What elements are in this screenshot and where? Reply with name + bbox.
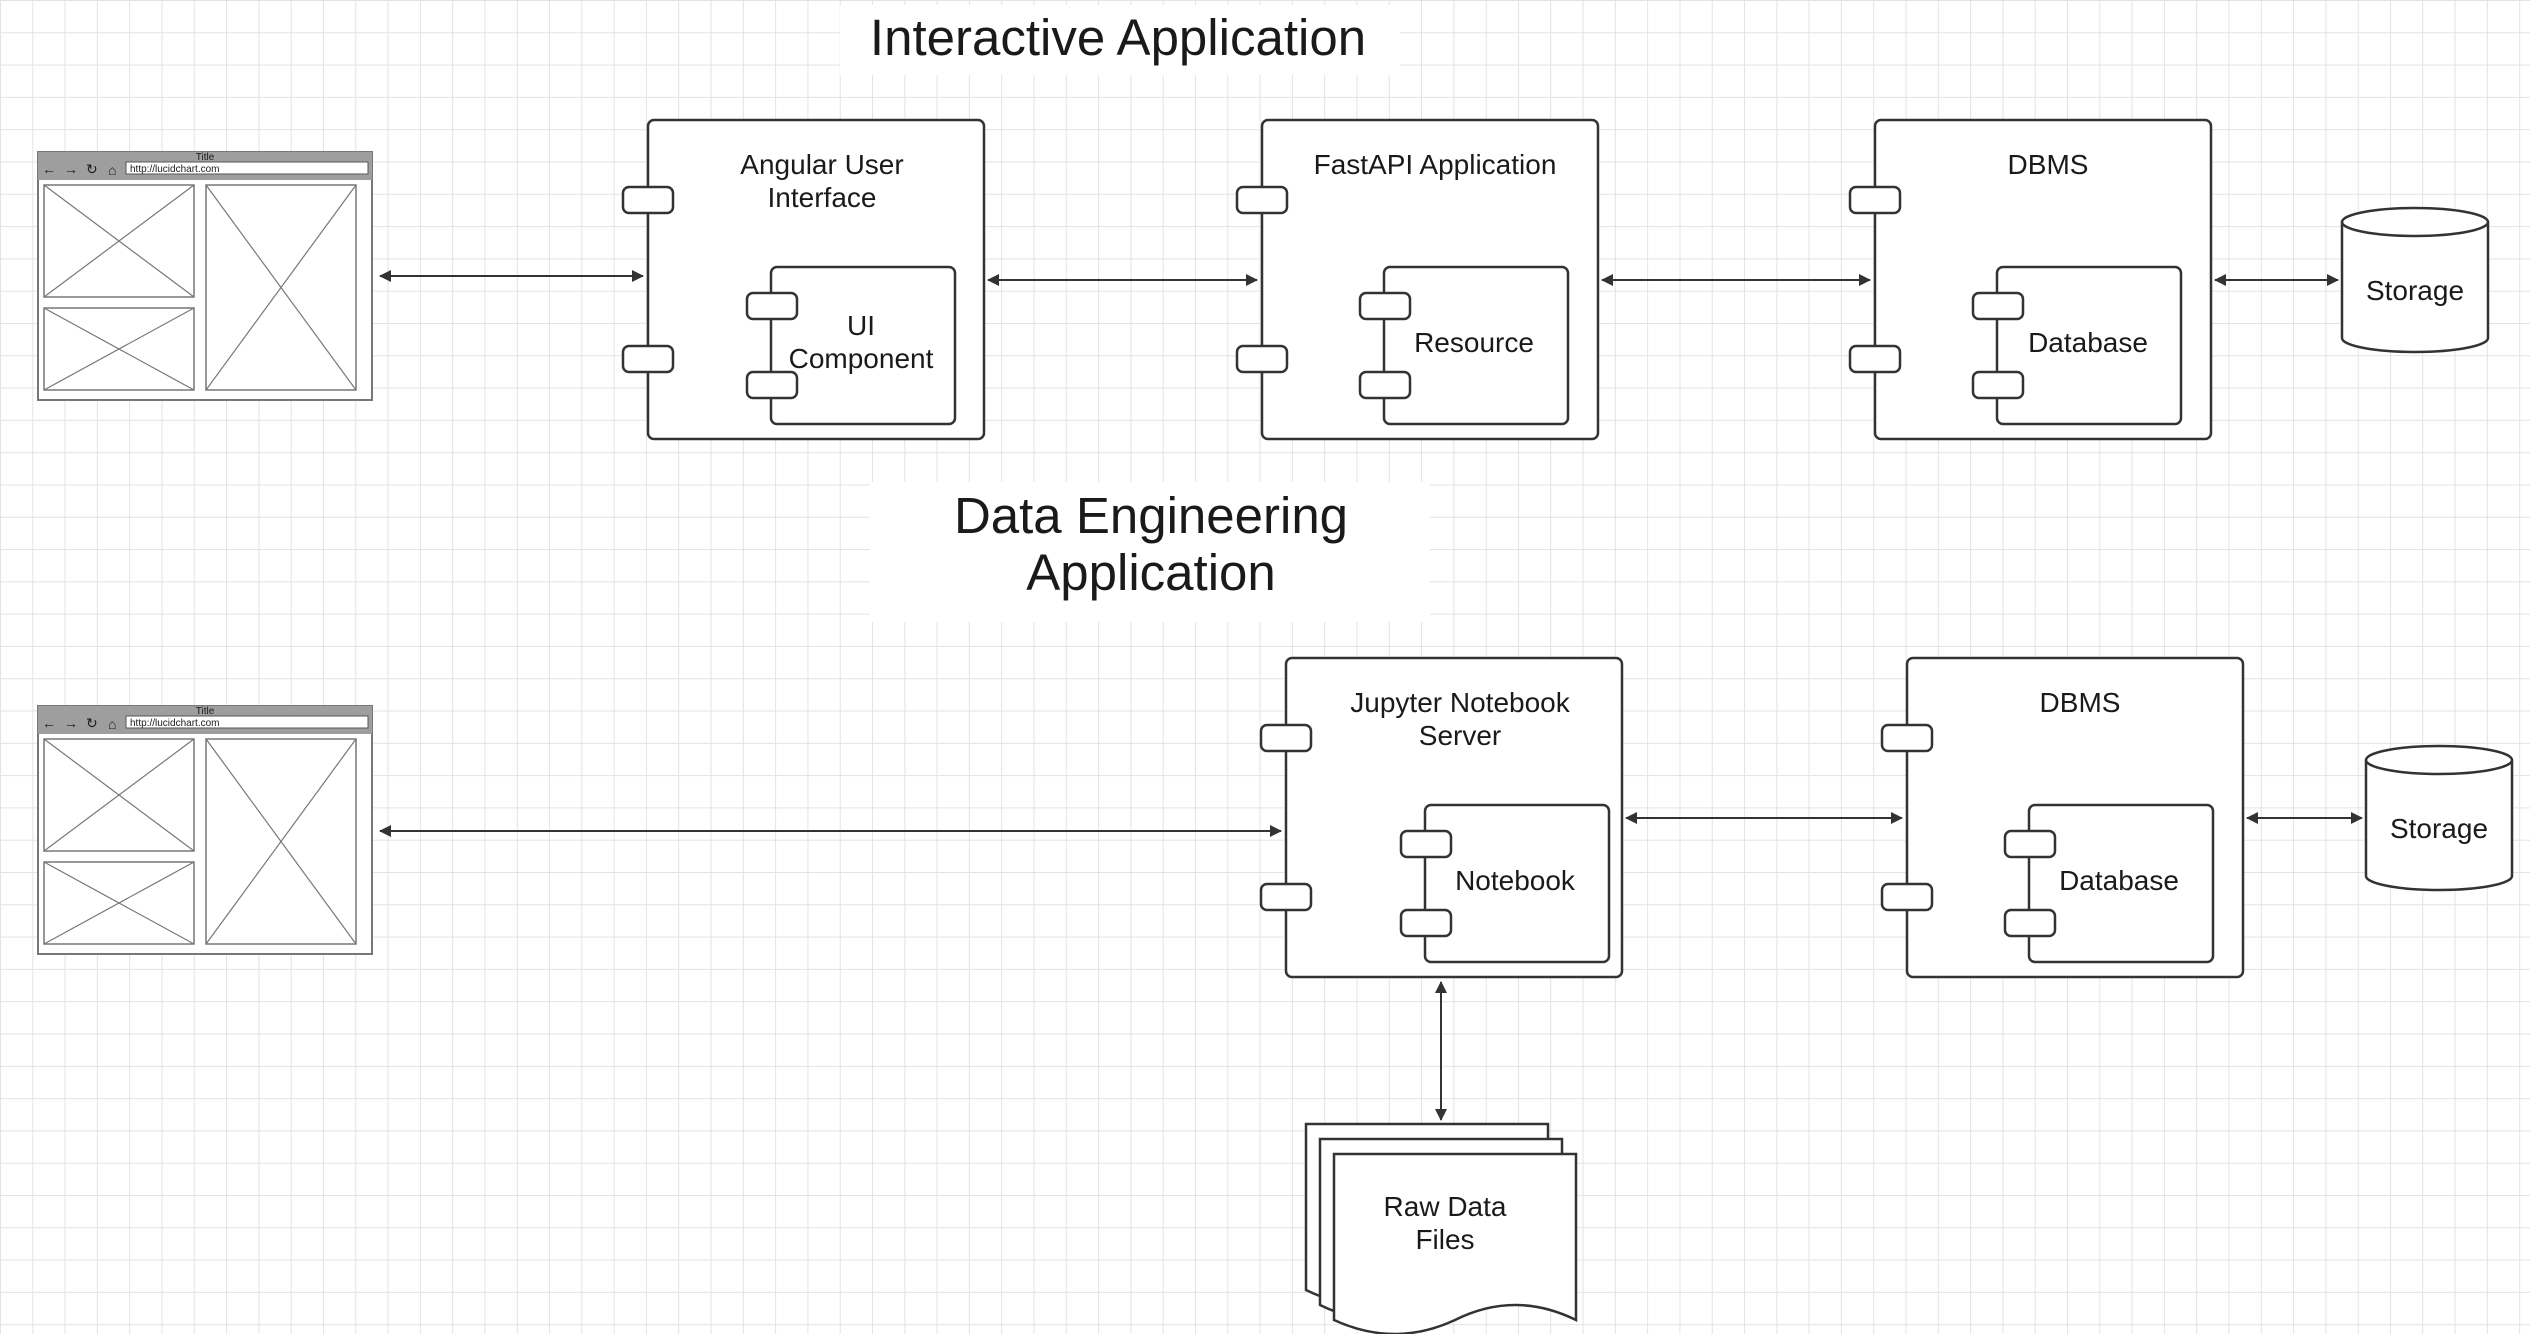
storage-label: Storage [2390,813,2488,844]
connectors [379,270,2363,1121]
jupyter-server-component: Jupyter Notebook Server Notebook [1259,656,1624,979]
dbms-bottom-component: DBMS Database [1880,656,2245,979]
database-label: Database [2059,865,2179,896]
back-arrow-icon: ← [42,161,56,177]
fastapi-component: FastAPI Application Resource [1235,118,1600,441]
ui-component-line1: UI [847,310,875,341]
dbms-title: DBMS [2040,687,2121,718]
forward-arrow-icon: → [64,161,78,177]
data-eng-title-line1: Data Engineering [954,487,1348,544]
wireframe-title: Title [196,152,215,163]
interactive-app-title: Interactive Application [870,9,1366,66]
database-label: Database [2028,327,2148,358]
raw-files-line1: Raw Data [1384,1191,1507,1222]
raw-files-line2: Files [1415,1224,1474,1255]
wireframe-url: http://lucidchart.com [130,718,219,729]
wireframe-url: http://lucidchart.com [130,164,219,175]
url-bar [125,715,369,729]
wireframe-title: Title [196,706,215,717]
dbms-top-component: DBMS Database [1848,118,2213,441]
storage-top-cylinder: Storage [2340,206,2490,354]
forward-arrow-icon: → [64,715,78,731]
fastapi-title: FastAPI Application [1314,149,1557,180]
storage-bottom-cylinder: Storage [2364,744,2514,892]
data-eng-title-line2: Application [1026,544,1276,601]
notebook-label: Notebook [1455,865,1576,896]
storage-label: Storage [2366,275,2464,306]
angular-ui-component: Angular User Interface UI Component [621,118,986,441]
dbms-title: DBMS [2008,149,2089,180]
refresh-icon: ↻ [86,715,98,731]
browser-wireframe-bottom: Title ← → ↻ ⌂ http://lucidchart.com [37,705,373,955]
home-icon: ⌂ [108,716,116,732]
jupyter-title-line2: Server [1419,720,1501,751]
angular-title-line1: Angular User [740,149,903,180]
url-bar [125,161,369,175]
section-title-bg [840,5,1400,75]
raw-data-files-documents: Raw Data Files [1304,1122,1578,1334]
back-arrow-icon: ← [42,715,56,731]
refresh-icon: ↻ [86,161,98,177]
browser-wireframe-top: Title ← → ↻ ⌂ http://lucidchart.com [37,151,373,401]
jupyter-title-line1: Jupyter Notebook [1350,687,1570,718]
ui-component-line2: Component [789,343,934,374]
angular-title-line2: Interface [768,182,877,213]
home-icon: ⌂ [108,162,116,178]
section-title-bg [870,482,1430,622]
resource-label: Resource [1414,327,1534,358]
